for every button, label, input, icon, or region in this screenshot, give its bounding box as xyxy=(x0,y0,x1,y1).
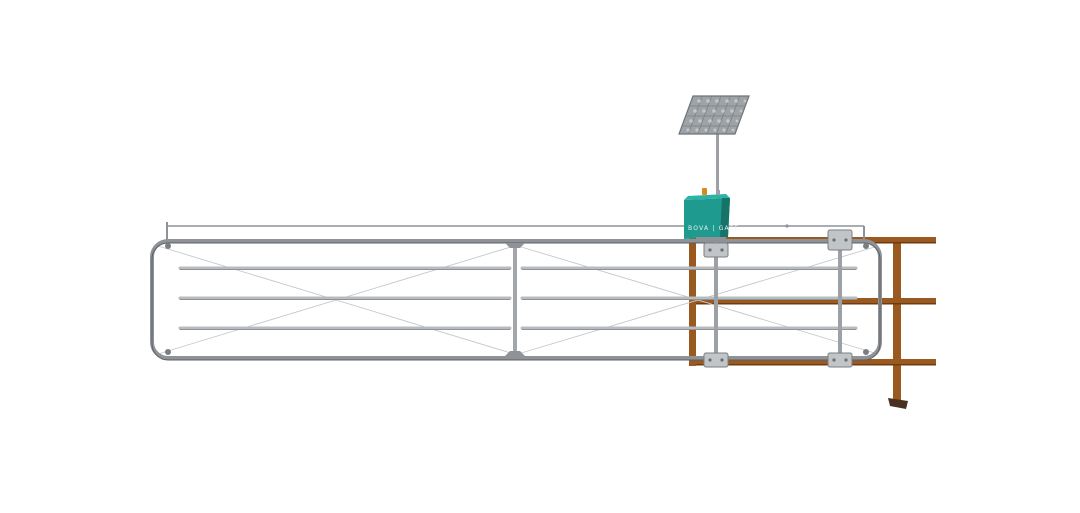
hinge-bracket-top-left xyxy=(703,242,729,258)
hinge-bracket-top-right xyxy=(827,229,853,251)
gate-rails xyxy=(178,266,858,330)
fence-post-main xyxy=(893,238,901,404)
gate-center-stile xyxy=(513,243,517,356)
gate-frame xyxy=(150,239,882,361)
fence-rail-middle xyxy=(696,298,936,304)
hinge-bracket-bottom-right xyxy=(827,352,853,368)
controller-box: BOVA | GATE xyxy=(684,188,739,242)
top-track xyxy=(166,222,865,242)
solar-pole xyxy=(716,128,719,196)
fence-post-foot xyxy=(888,398,908,409)
gate-hinge-posts xyxy=(703,229,853,368)
indicator-light-icon xyxy=(702,188,707,195)
hinge-bracket-bottom-left xyxy=(703,352,729,368)
solar-panel-assembly xyxy=(678,95,750,196)
controller-brand-label: BOVA | GATE xyxy=(688,225,739,232)
fence-rail-bottom xyxy=(696,359,936,365)
wooden-fence xyxy=(689,237,936,409)
